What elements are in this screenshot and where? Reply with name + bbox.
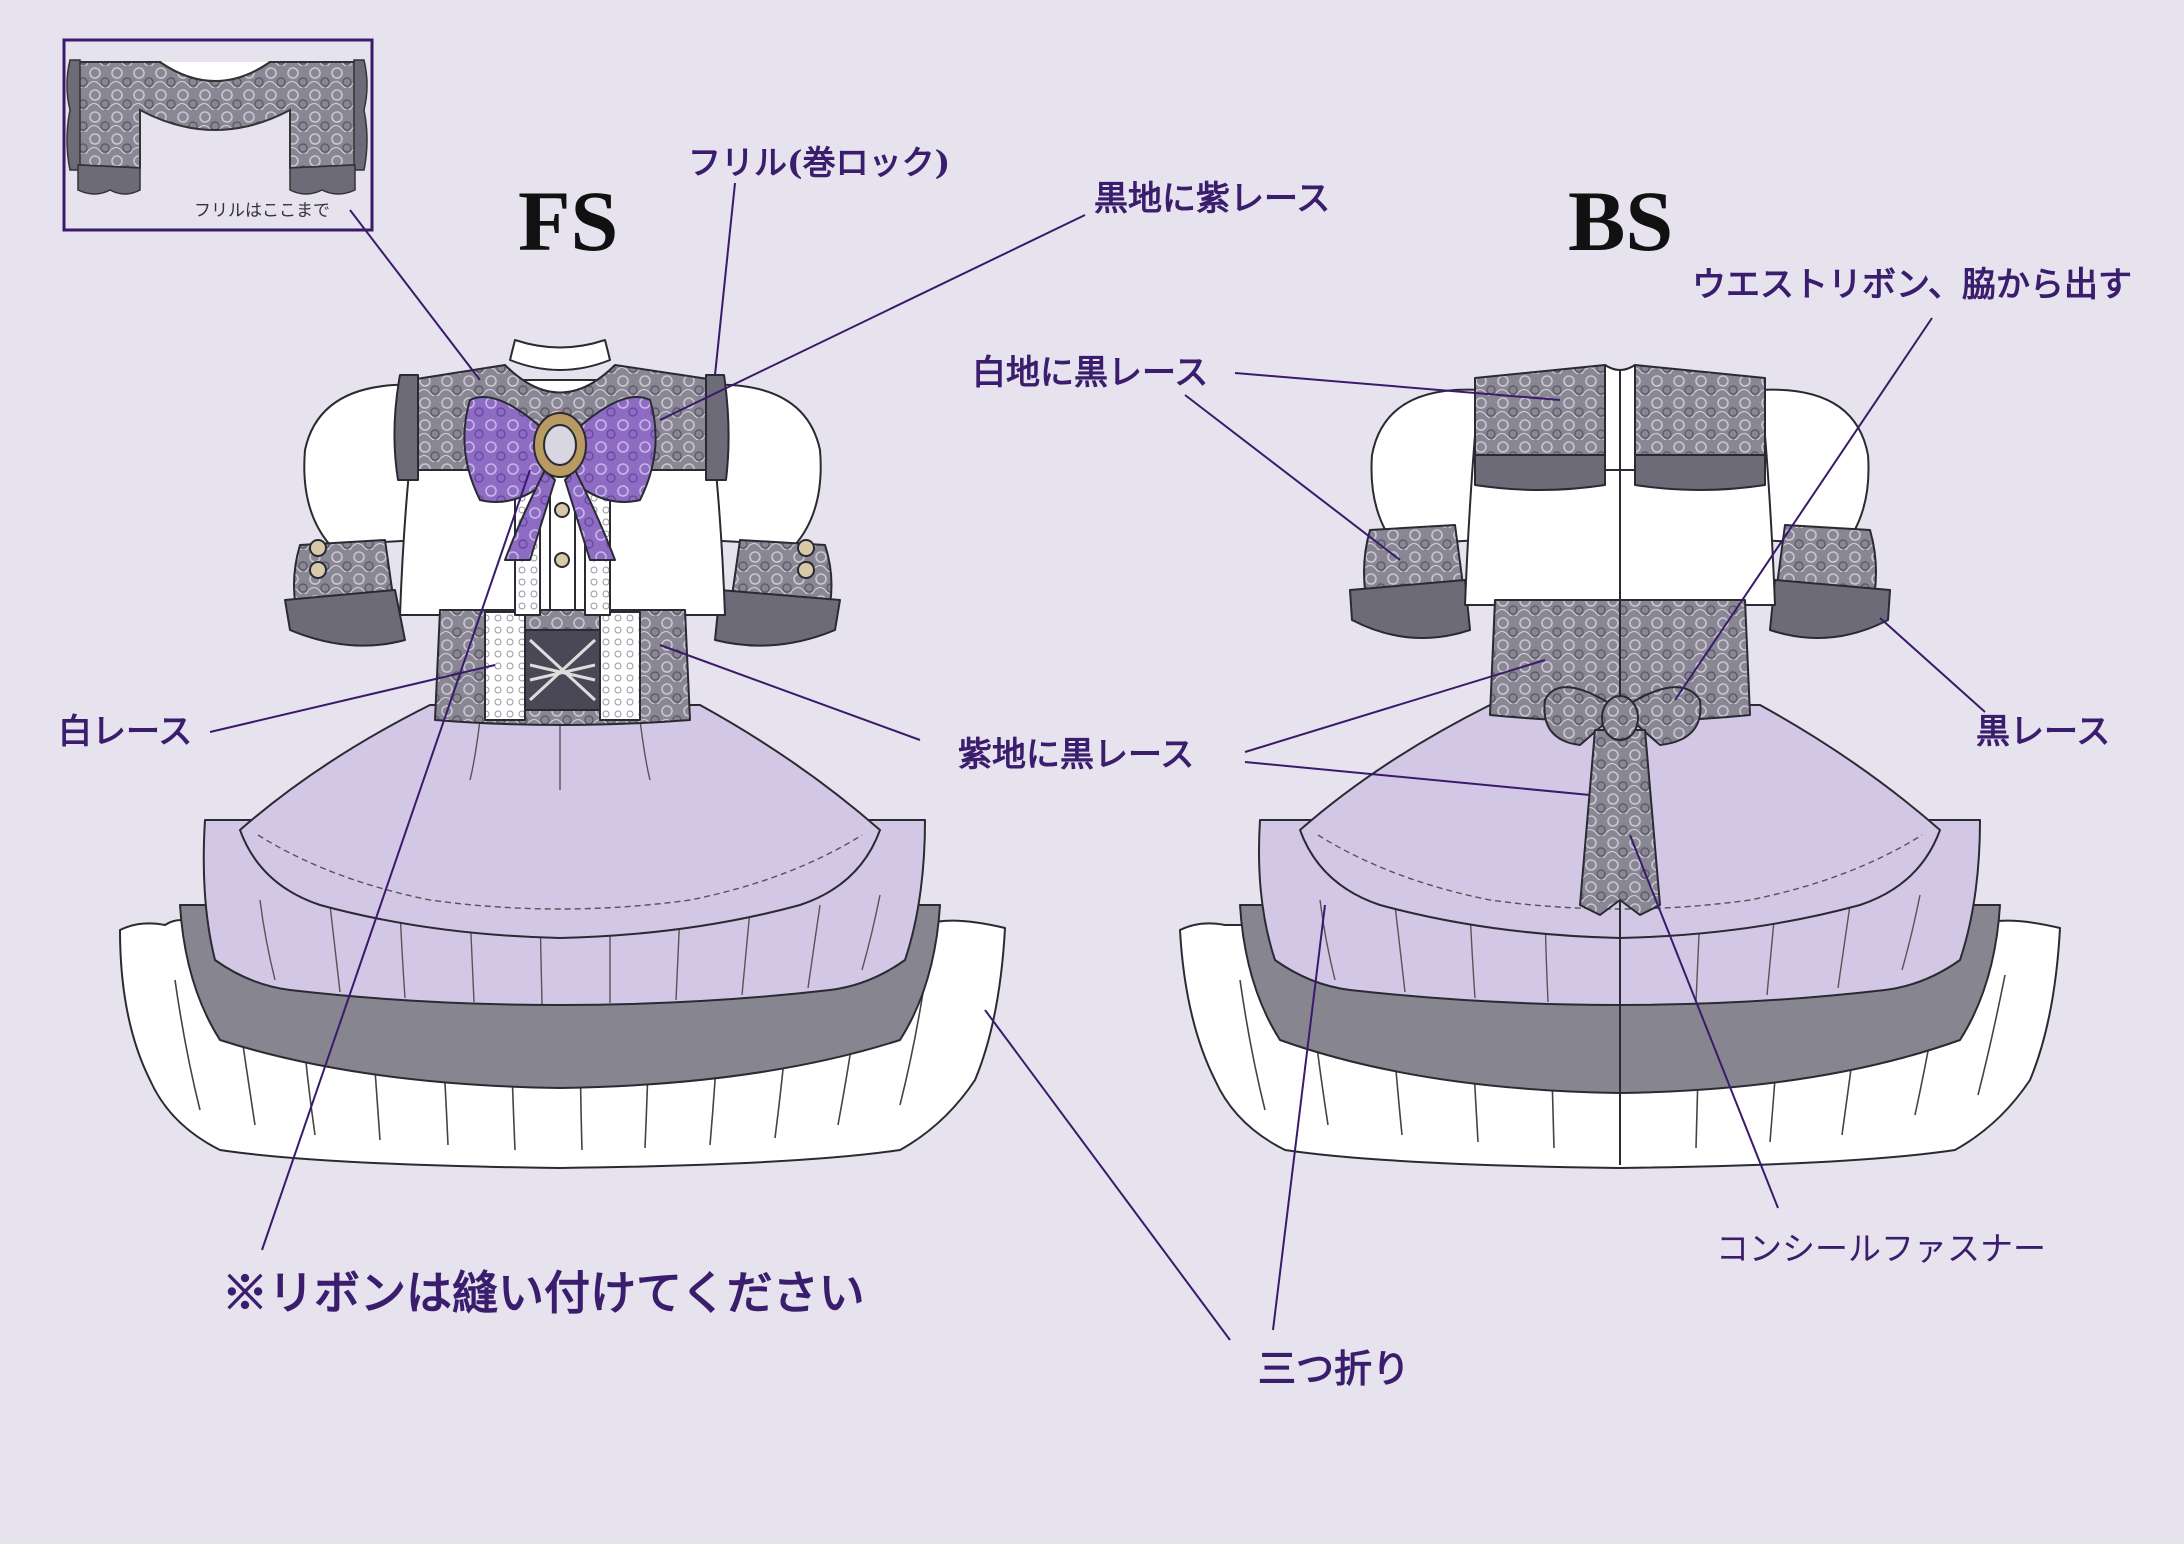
- callout-black-purple-lace: 黒地に紫レース: [1094, 179, 1331, 219]
- callout-white-lace: 白レース: [58, 712, 193, 752]
- collar-inset: [62, 38, 374, 232]
- callout-waist-ribbon: ウエストリボン、脇から出す: [1692, 265, 2132, 305]
- callout-concealed-zipper: コンシールファスナー: [1716, 1229, 2046, 1268]
- callout-tri-fold: 三つ折り: [1258, 1346, 1411, 1391]
- back-dress: [1179, 364, 2061, 1169]
- back-view-title: BS: [1568, 173, 1674, 269]
- callout-frill-rolled: フリル(巻ロック): [688, 143, 951, 182]
- callout-purple-black-lace: 紫地に黒レース: [958, 735, 1195, 775]
- front-view-title: FS: [518, 173, 619, 269]
- front-dress: [119, 339, 1006, 1169]
- callout-ribbon-note: ※リボンは縫い付けてください: [222, 1266, 865, 1320]
- leader-lines: [209, 182, 1986, 1341]
- callout-white-black-lace: 白地に黒レース: [972, 353, 1209, 393]
- inset-note: フリルはここまで: [194, 201, 330, 221]
- callout-black-lace: 黒レース: [1976, 712, 2111, 752]
